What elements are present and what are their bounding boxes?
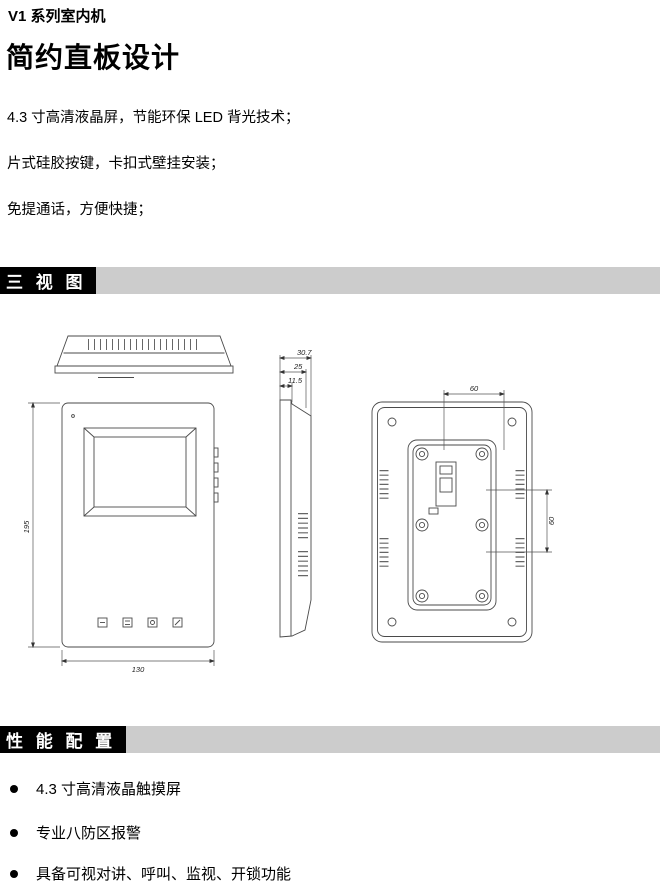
- dim-back-top-width: 60: [470, 384, 479, 393]
- section-bar-three-view: 三 视 图: [0, 267, 660, 294]
- three-view-drawing: 195 130 30.7 25 11.5: [22, 335, 556, 674]
- performance-item-text: 4.3 寸高清液晶触摸屏: [36, 781, 182, 798]
- dim-depth-total: 30.7: [297, 348, 312, 357]
- back-view: [371, 401, 533, 643]
- section-title-three-view: 三 视 图: [0, 267, 97, 294]
- performance-item-text: 具备可视对讲、呼叫、监视、开锁功能: [36, 866, 292, 883]
- bullet-icon: [10, 784, 18, 793]
- top-view: [54, 335, 234, 378]
- section-title-performance: 性 能 配 置: [0, 726, 127, 753]
- bullet-icon: [10, 828, 18, 837]
- feature-line-3: 免提通话，方便快捷；: [7, 202, 152, 218]
- front-view: [61, 402, 219, 648]
- main-title: 简约直板设计: [6, 42, 181, 73]
- dim-back-side-height: 60: [547, 516, 556, 525]
- performance-item-text: 专业八防区报警: [36, 825, 142, 842]
- dim-front-height: 195: [22, 520, 31, 533]
- side-dimension-lines: [278, 355, 313, 416]
- front-dimension-lines: [28, 401, 216, 666]
- series-title: V1 系列室内机: [8, 8, 106, 25]
- dim-front-width: 130: [132, 665, 145, 674]
- performance-item: 具备可视对讲、呼叫、监视、开锁功能: [10, 863, 291, 883]
- feature-line-2: 片式硅胶按键，卡扣式壁挂安装；: [7, 156, 225, 172]
- dim-depth-front: 11.5: [288, 376, 303, 385]
- back-dimension-lines: [442, 390, 552, 554]
- performance-item: 专业八防区报警: [10, 822, 141, 843]
- section-bar-performance: 性 能 配 置: [0, 726, 660, 753]
- feature-line-1: 4.3 寸高清液晶屏，节能环保 LED 背光技术；: [7, 110, 300, 126]
- dim-depth-mid: 25: [293, 362, 303, 371]
- performance-item: 4.3 寸高清液晶触摸屏: [10, 778, 181, 799]
- side-view: [279, 399, 312, 638]
- bullet-icon: [10, 869, 18, 878]
